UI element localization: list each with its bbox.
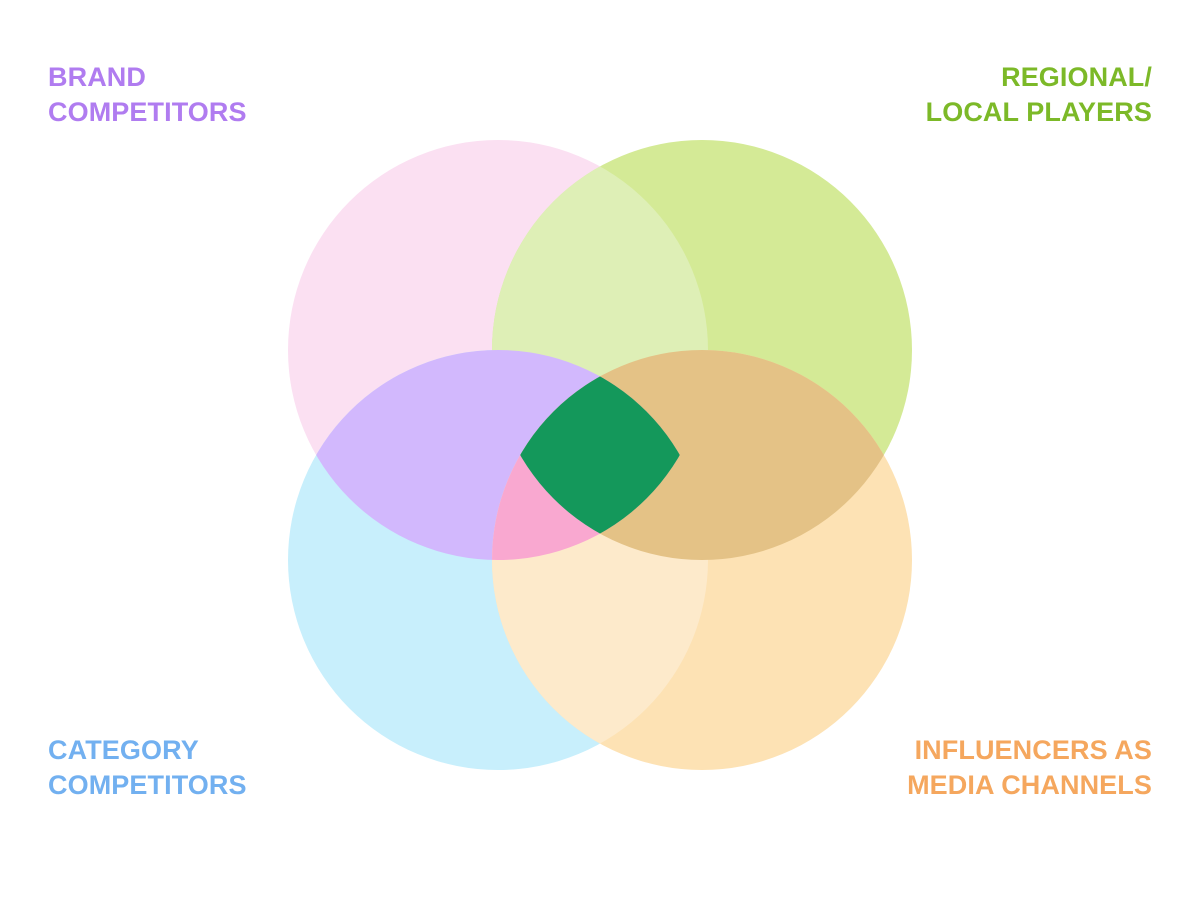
venn-label-brand: BRAND COMPETITORS: [48, 62, 247, 127]
venn-label-regional: REGIONAL/ LOCAL PLAYERS: [925, 62, 1152, 127]
venn-label-influencers: INFLUENCERS AS MEDIA CHANNELS: [907, 735, 1152, 800]
venn-label-category: CATEGORY COMPETITORS: [48, 735, 247, 800]
